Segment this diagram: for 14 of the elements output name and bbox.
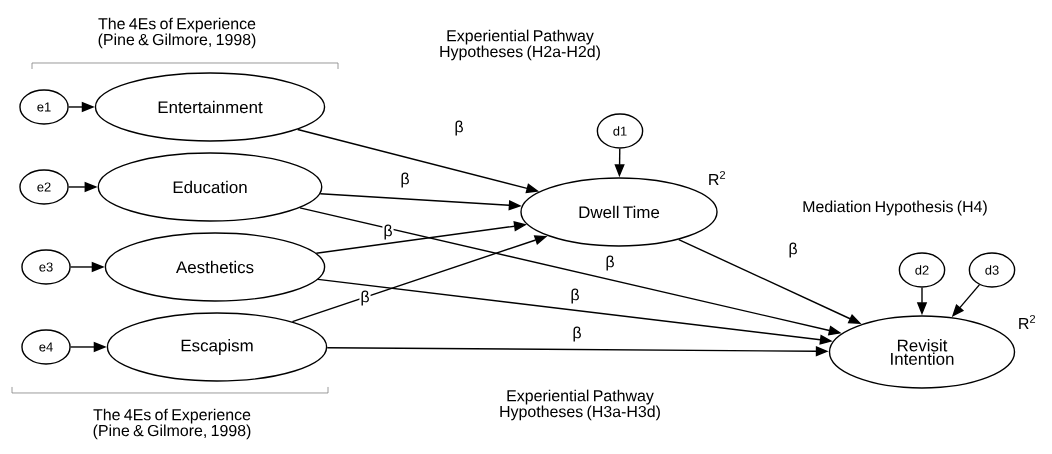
edge-label: β (401, 172, 409, 188)
edge-label: β (573, 326, 581, 342)
edge-label: β (384, 224, 392, 240)
edge-label: β (606, 255, 614, 271)
edge-label: β (789, 242, 797, 258)
r-squared-label: R$^{2}$ (1019, 314, 1036, 329)
annotation-text: The 4Es of Experience (Pine & Gilmore, 1998) (98, 17, 256, 49)
annotation-text: The 4Es of Experience (Pine & Gilmore, 1998) (93, 408, 251, 440)
edge-label: β (455, 120, 463, 136)
annotation-text: Mediation Hypothesis (H4) (803, 200, 987, 216)
edge-label: β (361, 290, 369, 306)
annotation-text: Experiential Pathway Hypotheses (H3a-H3d) (500, 389, 660, 421)
annotation-text: Experiential Pathway Hypotheses (H2a-H2d) (440, 29, 600, 61)
edge-label: β (571, 288, 579, 304)
